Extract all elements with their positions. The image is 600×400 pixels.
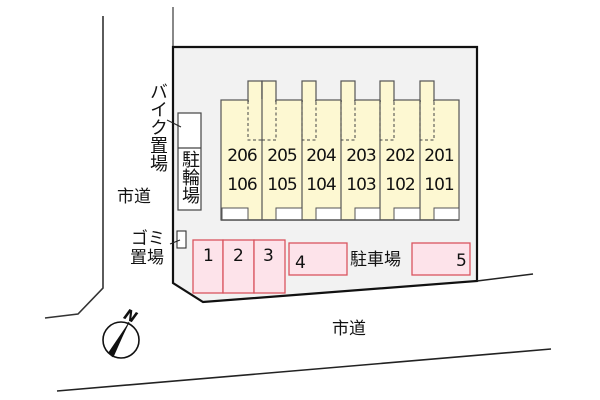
apartment-building bbox=[220, 80, 460, 221]
south-road-label: 市道 bbox=[332, 319, 366, 339]
unit-206: 206 bbox=[227, 146, 257, 166]
unit-104: 104 bbox=[306, 175, 336, 195]
unit-204: 204 bbox=[306, 146, 336, 166]
west-road-edge-line bbox=[44, 16, 104, 319]
garbage-callout-leader bbox=[169, 239, 181, 245]
unit-106: 106 bbox=[227, 175, 257, 195]
parking-spaces bbox=[192, 239, 471, 294]
garbage-box bbox=[176, 230, 187, 249]
parking-space-4: 4 bbox=[295, 253, 306, 273]
unit-205: 205 bbox=[267, 146, 297, 166]
north-compass-icon bbox=[102, 321, 140, 359]
unit-201: 201 bbox=[424, 146, 454, 166]
parking-space-5: 5 bbox=[456, 251, 467, 271]
parking-lot-label: 駐車場 bbox=[350, 250, 401, 270]
garbage-label-line1: ゴミ bbox=[131, 229, 165, 249]
unit-202: 202 bbox=[385, 146, 415, 166]
west-road-label: 市道 bbox=[117, 187, 151, 207]
unit-103: 103 bbox=[346, 175, 376, 195]
parking-space-2: 2 bbox=[233, 246, 244, 266]
unit-105: 105 bbox=[267, 175, 297, 195]
unit-102: 102 bbox=[385, 175, 415, 195]
south-road-edge-line-lower bbox=[56, 348, 552, 392]
bike-area-callout-label: バイク置場 bbox=[147, 82, 168, 172]
unit-101: 101 bbox=[424, 175, 454, 195]
parking-space-3: 3 bbox=[263, 246, 274, 266]
bike-parking-box-label: 駐輪場 bbox=[179, 150, 200, 204]
south-road-edge-line-upper bbox=[476, 273, 534, 282]
garbage-label-line2: 置場 bbox=[130, 248, 164, 268]
bike-callout-leader bbox=[166, 119, 182, 128]
bike-parking-box bbox=[177, 112, 202, 211]
parking-space-1: 1 bbox=[203, 246, 214, 266]
unit-203: 203 bbox=[346, 146, 376, 166]
